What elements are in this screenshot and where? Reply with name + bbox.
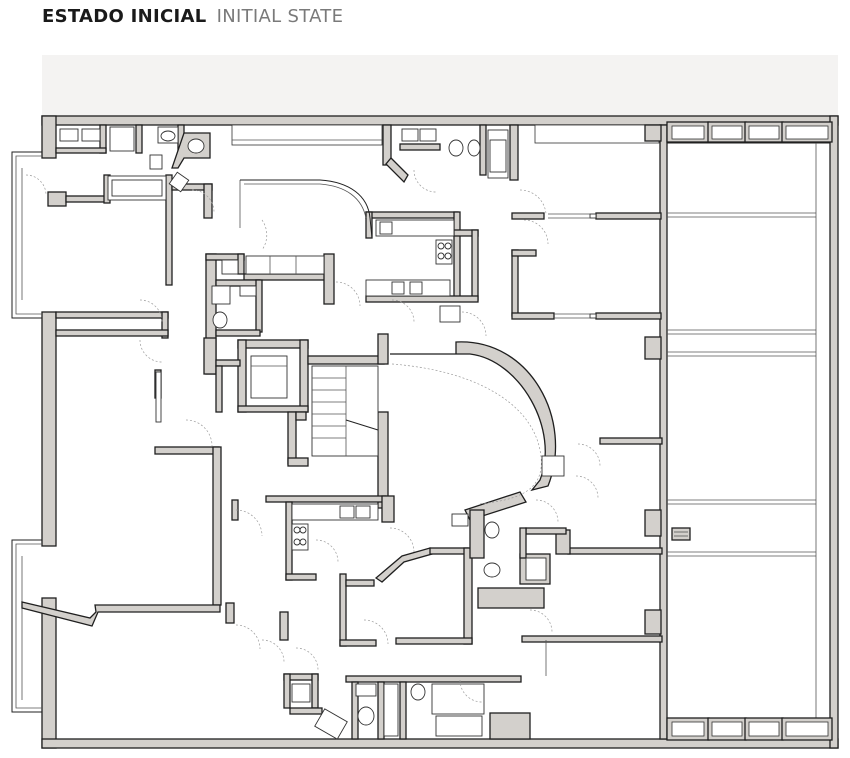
interior-walls: [21, 124, 663, 740]
title-english: INITIAL STATE: [216, 6, 344, 27]
title-spanish: ESTADO INICIAL: [42, 6, 207, 27]
door-swings: [25, 169, 601, 703]
courtyard-band: [42, 55, 838, 117]
fixtures: [59, 126, 565, 740]
railings: [155, 179, 597, 676]
terrace: [644, 121, 833, 741]
top-facade-windows: [231, 124, 660, 146]
drawing-title: ESTADO INICIAL INITIAL STATE: [42, 6, 343, 27]
left-bay-windows: [11, 151, 42, 713]
outer-walls: [41, 115, 839, 749]
